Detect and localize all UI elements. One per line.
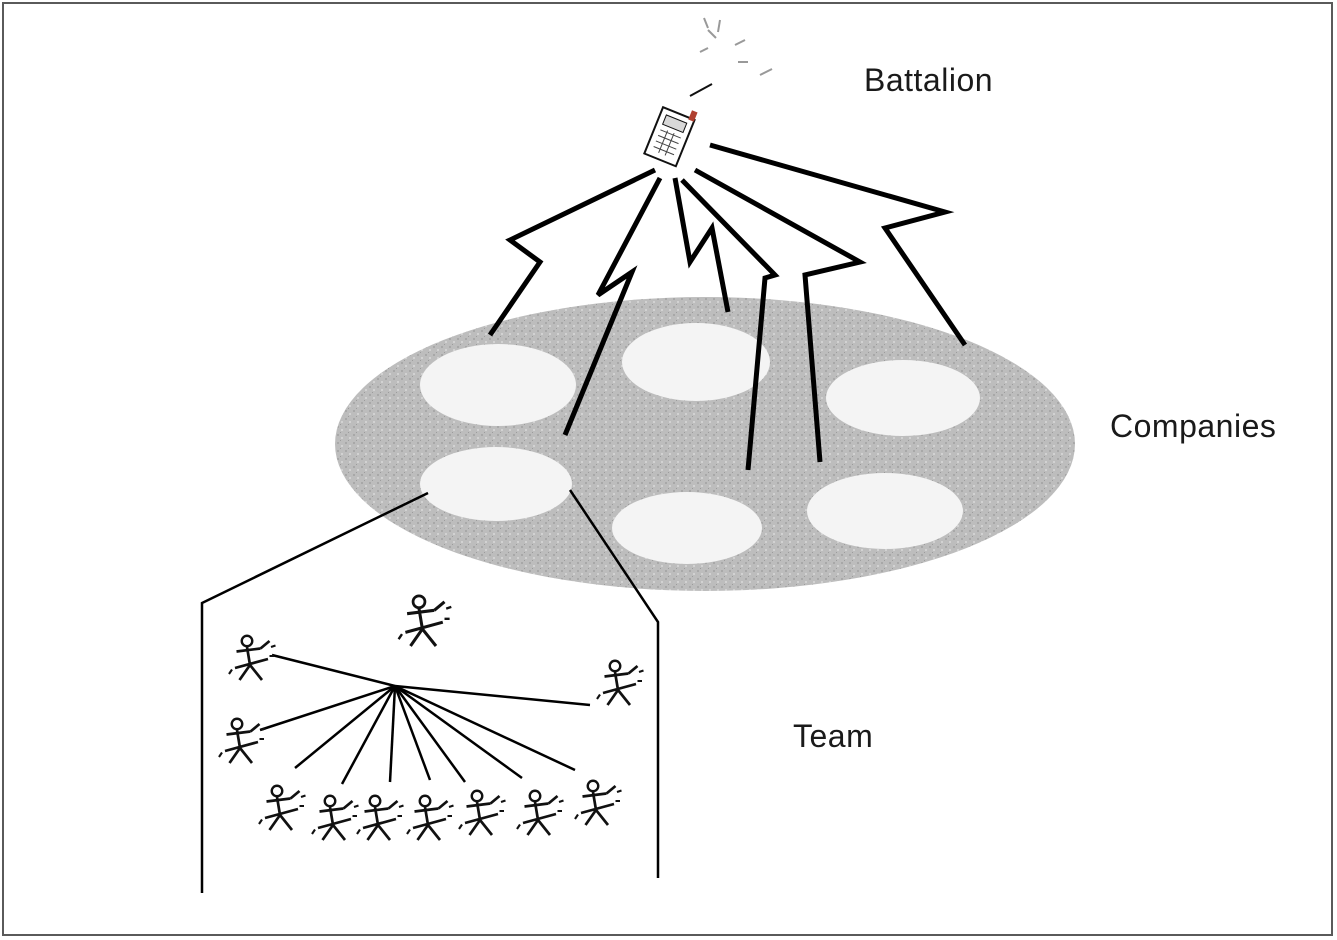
team-callout-left-edge [200,491,429,893]
team-soldiers [217,594,645,842]
company-unit[interactable] [807,473,963,549]
radio-link [672,177,731,313]
soldier-icon [573,779,623,827]
team-callout-right-edge [568,489,660,878]
soldier-icon [457,789,507,837]
soldier-icon [515,789,565,837]
company-unit[interactable] [622,323,770,401]
soldier-icon [595,659,645,707]
companies-label: Companies [1110,408,1277,444]
radio-link [562,176,663,436]
company-units [420,323,980,564]
soldier-icon [355,794,405,842]
radio-links [487,142,968,471]
radio-link [487,167,657,337]
radio-link [709,142,968,347]
soldier-icon [405,794,455,842]
company-unit[interactable] [612,492,762,564]
team-callout [200,489,660,893]
team-label: Team [793,718,874,754]
soldier-icon [310,794,360,842]
company-unit[interactable] [826,360,980,436]
team-links [259,653,591,785]
soldier-icon [257,784,307,832]
soldier-icon [217,717,267,765]
company-unit[interactable] [420,447,572,521]
battalion-label: Battalion [864,62,994,98]
company-unit[interactable] [420,344,576,426]
radio-handset-icon[interactable] [643,17,773,168]
soldier-icon [397,594,453,648]
radio-link [693,167,867,463]
soldier-icon [227,634,277,682]
radio-link [680,178,780,471]
